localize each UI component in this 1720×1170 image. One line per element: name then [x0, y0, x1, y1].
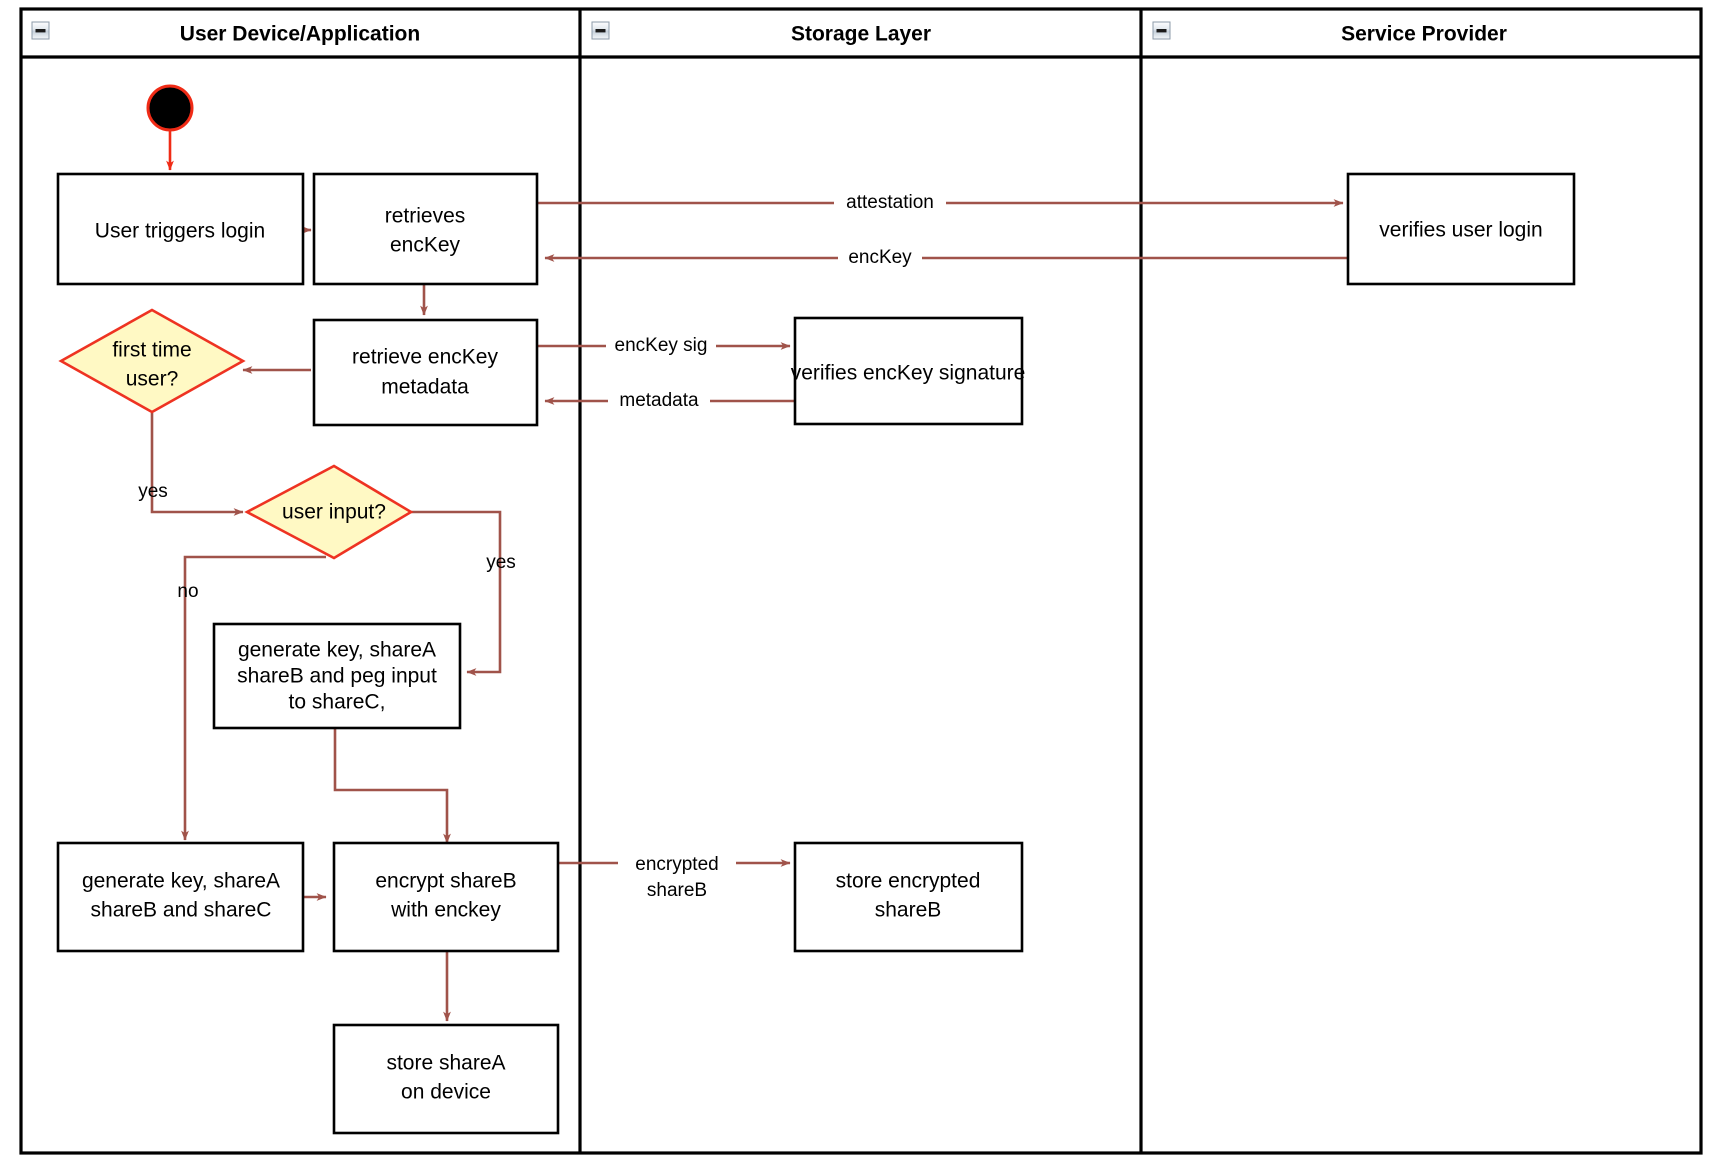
node-retrieve-enckey-metadata[interactable]: retrieve encKey metadata	[312, 318, 539, 427]
node-initial-start[interactable]	[146, 84, 194, 132]
node-label-verifies-enckey-signature: verifies encKey signature	[791, 362, 1026, 385]
node-label-user-triggers-login: User triggers login	[95, 220, 265, 243]
node-encrypt-shareb[interactable]: encrypt shareB with enckey	[332, 841, 560, 953]
lane-title-user-device: User Device/Application	[180, 23, 420, 46]
edge-label-metadata: metadata	[619, 390, 699, 411]
node-label-generate-shares-line1: generate key, shareA	[82, 870, 280, 893]
node-label-retrieves-enckey-line1: retrieves	[385, 205, 466, 228]
node-label-generate-peg-line2: shareB and peg input	[237, 665, 437, 688]
edge-label-bg-enckey-sig	[606, 333, 716, 359]
flow-firsttime-yes	[150, 413, 244, 516]
node-label-generate-shares-line2: shareB and shareC	[91, 899, 272, 922]
node-label-store-encrypted-shareb-line2: shareB	[875, 899, 942, 922]
swimlane-frame	[19, 7, 1703, 1155]
edge-label-bg-enckey	[838, 245, 922, 271]
collapse-minus-icon[interactable]	[591, 21, 610, 40]
node-label-first-time-user-line2: user?	[126, 368, 179, 391]
edge-label-attestation: attestation	[846, 192, 934, 213]
collapse-minus-icon[interactable]	[1152, 21, 1171, 40]
edge-label-encrypted-shareb-line1: encrypted	[635, 854, 718, 875]
lane-header-user-device[interactable]: User Device/Application	[31, 21, 420, 46]
node-store-sharea-on-device[interactable]: store shareA on device	[332, 1023, 560, 1135]
edge-label-bg-attestation	[834, 190, 946, 216]
edge-label-bg-encrypted-shareb	[618, 845, 736, 897]
lane-title-service-provider: Service Provider	[1341, 23, 1507, 46]
guard-label-userinput-yes: yes	[486, 552, 516, 573]
edge-label-enckey: encKey	[848, 247, 912, 268]
node-label-retrieve-metadata-line2: metadata	[381, 376, 469, 399]
guard-label-userinput-no: no	[177, 581, 198, 602]
node-generate-shares[interactable]: generate key, shareA shareB and shareC	[56, 841, 305, 953]
lane-header-service-provider[interactable]: Service Provider	[1152, 21, 1507, 46]
edge-label-encrypted-shareb-line2: shareB	[647, 880, 707, 901]
node-label-generate-peg-line1: generate key, shareA	[238, 639, 436, 662]
node-label-generate-peg-line3: to shareC,	[289, 691, 386, 714]
node-label-user-input: user input?	[282, 501, 386, 524]
node-user-triggers-login[interactable]: User triggers login	[56, 172, 305, 286]
node-label-first-time-user-line1: first time	[112, 339, 191, 362]
flow-userinput-no	[181, 555, 326, 841]
lane-title-storage: Storage Layer	[791, 23, 931, 46]
node-decision-user-input[interactable]: user input?	[244, 464, 414, 560]
node-label-retrieves-enckey-line2: encKey	[390, 234, 461, 257]
node-verifies-enckey-signature[interactable]: verifies encKey signature	[791, 316, 1026, 426]
node-label-verifies-user-login: verifies user login	[1379, 219, 1542, 242]
node-decision-first-time-user[interactable]: first time user?	[58, 308, 246, 414]
node-retrieves-enckey[interactable]: retrieves encKey	[312, 172, 539, 286]
flow-userinput-yes	[410, 510, 502, 676]
edge-label-bg-metadata	[608, 388, 710, 414]
collapse-minus-icon[interactable]	[31, 21, 50, 40]
node-label-encrypt-shareb-line2: with enckey	[390, 899, 501, 922]
node-store-encrypted-shareb[interactable]: store encrypted shareB	[793, 841, 1024, 953]
lane-header-storage[interactable]: Storage Layer	[591, 21, 931, 46]
node-generate-peg[interactable]: generate key, shareA shareB and peg inpu…	[212, 622, 462, 730]
node-label-store-sharea-line1: store shareA	[386, 1052, 505, 1075]
guard-label-firsttime-yes: yes	[138, 481, 168, 502]
node-label-store-sharea-line2: on device	[401, 1081, 491, 1104]
node-label-retrieve-metadata-line1: retrieve encKey	[352, 346, 498, 369]
node-verifies-user-login[interactable]: verifies user login	[1346, 172, 1576, 286]
node-label-store-encrypted-shareb-line1: store encrypted	[836, 870, 981, 893]
node-label-encrypt-shareb-line1: encrypt shareB	[375, 870, 516, 893]
edge-label-enckey-sig: encKey sig	[615, 335, 708, 356]
flow-peg-to-encrypt	[333, 728, 451, 844]
